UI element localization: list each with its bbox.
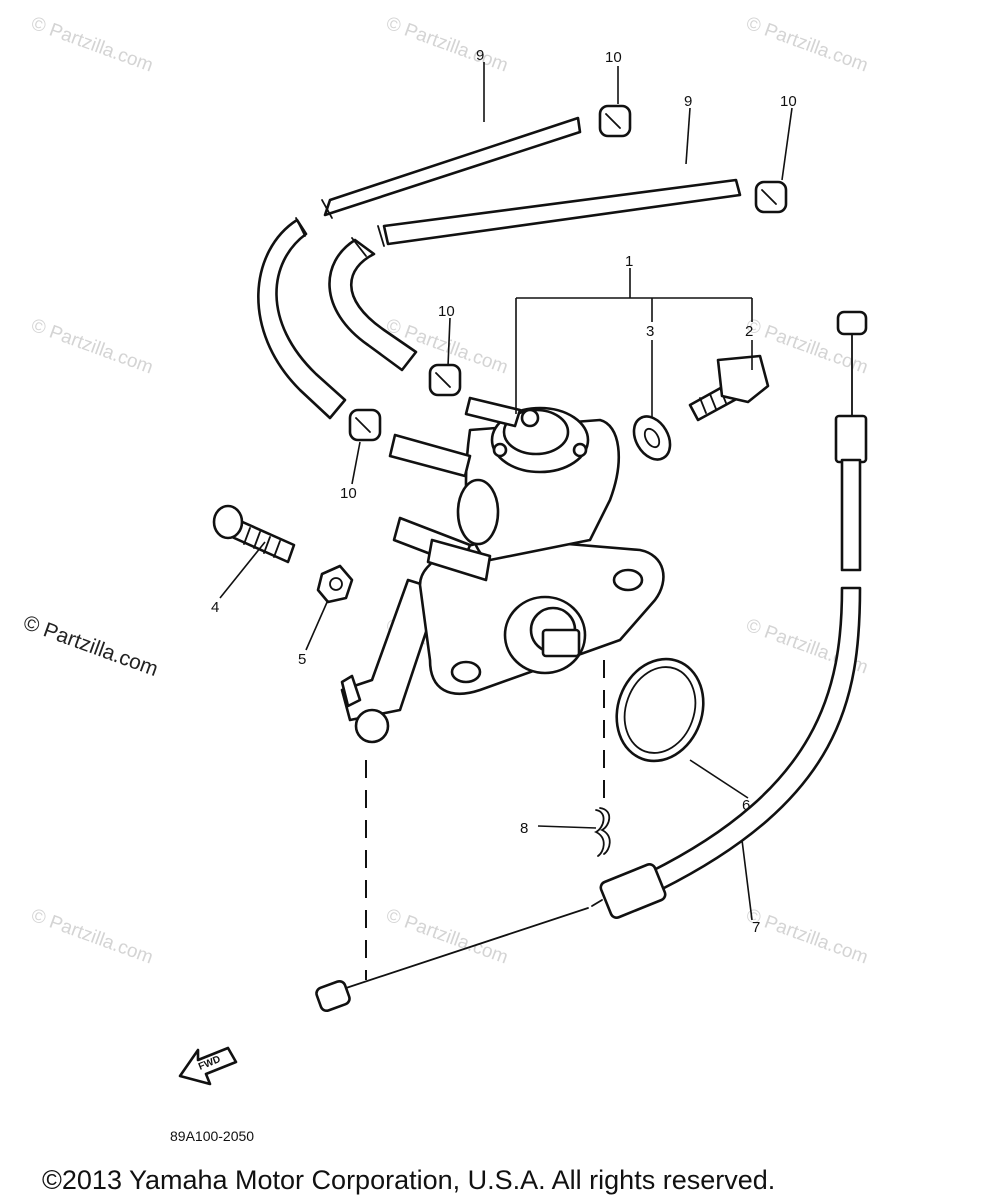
callout-7: 7 — [752, 919, 760, 936]
leader-lines — [219, 62, 793, 921]
hose-clip-icon — [598, 104, 632, 138]
nut-icon — [316, 564, 354, 604]
watermark: © Partzilla.com — [28, 13, 155, 77]
hose-icon — [257, 116, 742, 420]
assembly-guide-lines — [365, 660, 605, 980]
hose-clip-icon — [754, 180, 788, 214]
watermark: © Partzilla.com — [743, 905, 870, 969]
oil-pump-assembly-icon — [340, 396, 665, 744]
clip-icon — [593, 807, 611, 857]
watermark: © Partzilla.com — [383, 13, 510, 77]
watermark-prominent: © Partzilla.com — [20, 611, 161, 681]
watermark: © Partzilla.com — [28, 905, 155, 969]
bolt-icon — [212, 504, 296, 564]
callout-4: 4 — [211, 599, 219, 616]
watermark: © Partzilla.com — [28, 315, 155, 379]
watermark: © Partzilla.com — [383, 905, 510, 969]
callout-1: 1 — [625, 253, 633, 270]
fwd-arrow-icon: FWD — [178, 1046, 238, 1086]
o-ring-icon — [615, 657, 705, 763]
callout-5: 5 — [298, 651, 306, 668]
watermark: © Partzilla.com — [743, 13, 870, 77]
callout-labels: 1 2 3 4 5 6 7 8 9 9 10 10 10 10 — [211, 47, 797, 936]
drawing-code: 89A100-2050 — [170, 1128, 254, 1144]
cable-icon — [315, 310, 868, 1013]
callout-10: 10 — [605, 49, 622, 66]
callout-6: 6 — [742, 797, 750, 814]
bolt-icon — [688, 354, 770, 422]
hose-clip-icon — [348, 408, 382, 442]
callout-8: 8 — [520, 820, 528, 837]
callout-2: 2 — [745, 323, 753, 340]
callout-3: 3 — [646, 323, 654, 340]
callout-10: 10 — [340, 485, 357, 502]
callout-10: 10 — [780, 93, 797, 110]
callout-9: 9 — [476, 47, 484, 64]
callout-9: 9 — [684, 93, 692, 110]
hose-clip-icon — [428, 363, 462, 397]
callout-10: 10 — [438, 303, 455, 320]
washer-icon — [632, 415, 672, 461]
copyright-notice: ©2013 Yamaha Motor Corporation, U.S.A. A… — [42, 1165, 775, 1195]
